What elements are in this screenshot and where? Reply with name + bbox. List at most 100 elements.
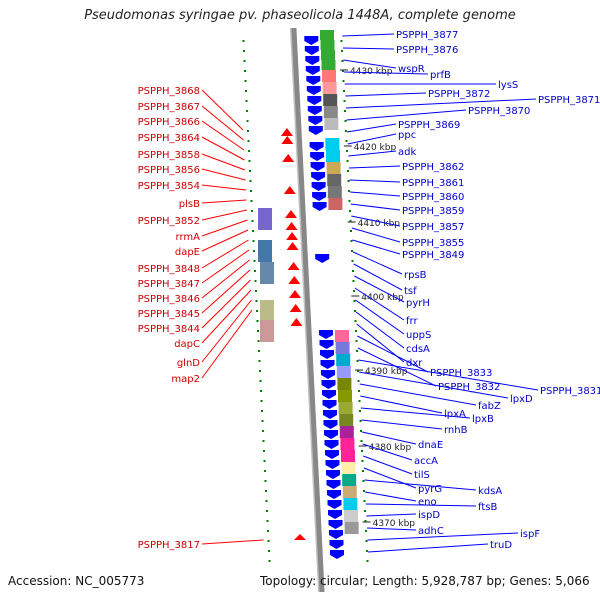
tick-dot — [354, 310, 356, 312]
gene-color-block — [322, 82, 337, 94]
gene-label: glnD — [177, 358, 200, 369]
gene-label: PSPPH_3872 — [428, 89, 490, 100]
gene-color-block — [342, 474, 357, 486]
tick-dot — [259, 380, 262, 382]
forward-gene-arrow — [304, 46, 319, 55]
gene-color-block — [320, 40, 335, 50]
forward-gene-arrow — [319, 330, 333, 339]
tick-dot — [256, 310, 258, 312]
tick-dot — [344, 110, 346, 112]
leader-line — [355, 299, 405, 335]
gene-color-block — [322, 70, 336, 82]
gene-label: PSPPH_3857 — [402, 222, 464, 233]
leader-line — [345, 98, 537, 109]
tick-dot — [363, 500, 366, 502]
tick-dot — [249, 170, 251, 172]
tick-dot — [242, 40, 245, 42]
reverse-gene-arrow — [289, 304, 302, 312]
leader-line — [342, 33, 395, 37]
leader-line — [359, 371, 509, 399]
gene-color-block — [341, 450, 355, 462]
tick-dot — [352, 270, 354, 272]
gene-label: PSPPH_3864 — [138, 133, 200, 144]
tick-dot — [258, 360, 261, 362]
gene-color-block — [337, 378, 352, 390]
forward-gene-arrow — [323, 410, 337, 419]
forward-gene-arrow — [310, 162, 325, 171]
tick-dot — [264, 480, 267, 482]
gene-label: plsB — [179, 199, 200, 210]
gene-label: PSPPH_3844 — [138, 324, 200, 335]
tick-dot — [351, 250, 353, 252]
gene-color-block — [342, 486, 357, 498]
leader-line — [201, 299, 252, 363]
gene-label: PSPPH_3845 — [138, 309, 200, 320]
tick-dot — [243, 50, 245, 52]
leader-line — [352, 251, 403, 275]
tick-dot — [361, 450, 363, 452]
gene-label: dapC — [174, 339, 200, 350]
forward-gene-arrow — [321, 370, 335, 379]
forward-gene-arrow — [308, 116, 323, 125]
forward-gene-arrow — [310, 152, 325, 161]
gene-label: adk — [398, 147, 416, 158]
reverse-gene-arrow — [289, 290, 301, 298]
tick-dot — [360, 440, 363, 442]
gene-label: kdsA — [478, 486, 502, 497]
leader-line — [345, 92, 427, 97]
leader-line — [361, 419, 443, 430]
leader-line — [201, 309, 253, 379]
tick-dot — [253, 250, 255, 252]
gene-label: PSPPH_3877 — [396, 30, 458, 41]
leader-line — [201, 199, 247, 204]
scale-label: 4410 kbp — [358, 219, 401, 229]
tick-dot — [348, 190, 350, 192]
gene-label: PSPPH_3871 — [538, 95, 600, 106]
gene-label: fabZ — [478, 401, 501, 412]
tick-dot — [344, 120, 347, 122]
gene-label: tilS — [414, 470, 430, 481]
reverse-gene-arrow — [286, 232, 299, 240]
gene-label: uppS — [406, 330, 431, 341]
tick-dot — [244, 70, 246, 72]
gene-color-block — [338, 402, 353, 414]
leader-line — [351, 227, 401, 243]
gene-color-block — [321, 50, 335, 60]
gene-color-block — [336, 366, 351, 378]
gene-label: PSPPH_3859 — [402, 206, 464, 217]
gene-label: eno — [418, 497, 437, 508]
gene-color-block — [338, 390, 352, 402]
leader-line — [201, 136, 245, 161]
tick-dot — [247, 130, 249, 132]
tick-dot — [247, 140, 250, 142]
tick-dot — [252, 240, 255, 242]
gene-label: map2 — [171, 374, 200, 385]
tick-dot — [366, 550, 368, 552]
tick-dot — [255, 300, 258, 302]
leader-line — [342, 47, 395, 50]
tick-dot — [262, 430, 264, 432]
leader-line — [354, 275, 405, 303]
leader-line — [349, 179, 401, 183]
leader-line — [201, 279, 251, 329]
leader-line — [201, 89, 244, 131]
gene-color-block — [340, 438, 355, 450]
forward-gene-arrow — [322, 390, 336, 399]
gene-label: PSPPH_3854 — [138, 181, 200, 192]
tick-dot — [357, 380, 360, 382]
tick-dot — [256, 320, 259, 322]
tick-dot — [342, 70, 344, 72]
tick-dot — [264, 470, 266, 472]
gene-label: lpxD — [510, 394, 533, 405]
leader-line — [201, 539, 264, 545]
forward-gene-arrow — [329, 530, 343, 539]
tick-dot — [365, 530, 367, 532]
tick-dot — [260, 390, 262, 392]
tick-dot — [350, 230, 352, 232]
gene-color-block — [327, 174, 342, 186]
tick-dot — [365, 540, 368, 542]
forward-gene-arrow — [304, 36, 319, 45]
leader-line — [346, 109, 467, 121]
tick-dot — [248, 150, 250, 152]
leader-line — [201, 209, 248, 221]
